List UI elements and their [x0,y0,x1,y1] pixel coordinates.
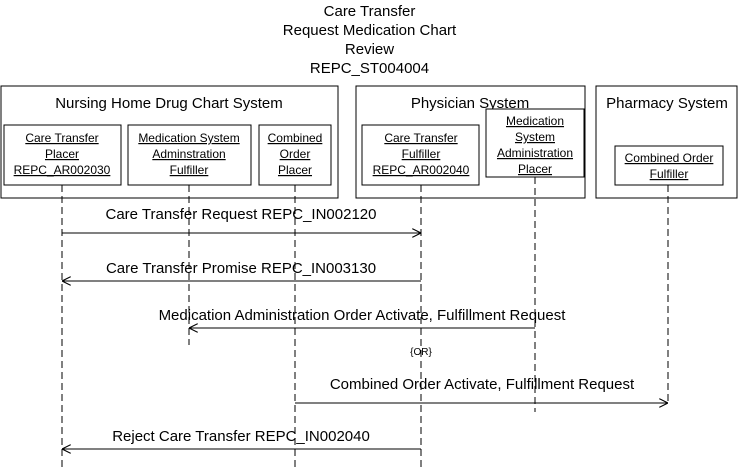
object-msa-placer: Medication System Administration Placer [485,108,585,178]
title-line: Care Transfer [323,3,416,20]
object-label-line: Administration [497,146,573,160]
message-label: Care Transfer Promise REPC_IN003130 [106,260,376,277]
object-label-line: Placer [278,163,312,177]
message-label: Reject Care Transfer REPC_IN002040 [112,428,370,445]
object-msa-fulfiller: Medication System Adminstration Fulfille… [127,124,252,186]
object-label-line: Medication System [138,131,239,145]
message-combined-order: Combined Order Activate, Fulfillment Req… [295,376,668,403]
object-co-placer: Combined Order Placer [258,124,332,186]
object-label-line: Fulfiller [650,167,689,181]
message-label: Medication Administration Order Activate… [159,307,567,324]
object-co-fulfiller: Combined Order Fulfiller [614,145,724,186]
system-label: Pharmacy System [606,95,728,112]
object-label-line: System [515,130,555,144]
system-label: Nursing Home Drug Chart System [55,95,283,112]
object-label-line: Combined [268,131,323,145]
object-label-line: Combined Order [625,151,714,165]
system-label: Physician System [411,95,529,112]
object-label-line: Care Transfer [25,131,98,145]
object-label-line: Medication [506,114,564,128]
title-line: Request Medication Chart [282,22,457,39]
message-care-transfer-promise: Care Transfer Promise REPC_IN003130 [62,260,421,281]
object-label-line: REPC_AR002040 [373,163,470,177]
title-line: Review [344,41,395,58]
object-ct-placer: Care Transfer Placer REPC_AR002030 [3,124,122,186]
diagram-title: Care Transfer Request Medication Chart R… [0,2,739,78]
object-label-line: Placer [518,162,552,176]
object-label-line: Care Transfer [384,131,457,145]
object-label-line: Order [280,147,311,161]
object-label-line: Adminstration [152,147,225,161]
title-line: REPC_ST004004 [309,60,430,77]
object-label-line: REPC_AR002030 [14,163,111,177]
object-ct-fulfiller: Care Transfer Fulfiller REPC_AR002040 [361,124,480,186]
message-label: Combined Order Activate, Fulfillment Req… [330,376,635,393]
object-label-line: Placer [45,147,79,161]
or-label: {OR} [410,347,432,358]
message-label: Care Transfer Request REPC_IN002120 [106,206,377,223]
message-care-transfer-request: Care Transfer Request REPC_IN002120 [62,206,421,233]
message-reject-care-transfer: Reject Care Transfer REPC_IN002040 [62,428,421,449]
object-label-line: Fulfiller [402,147,441,161]
message-med-admin-order: Medication Administration Order Activate… [159,307,567,328]
object-label-line: Fulfiller [170,163,209,177]
